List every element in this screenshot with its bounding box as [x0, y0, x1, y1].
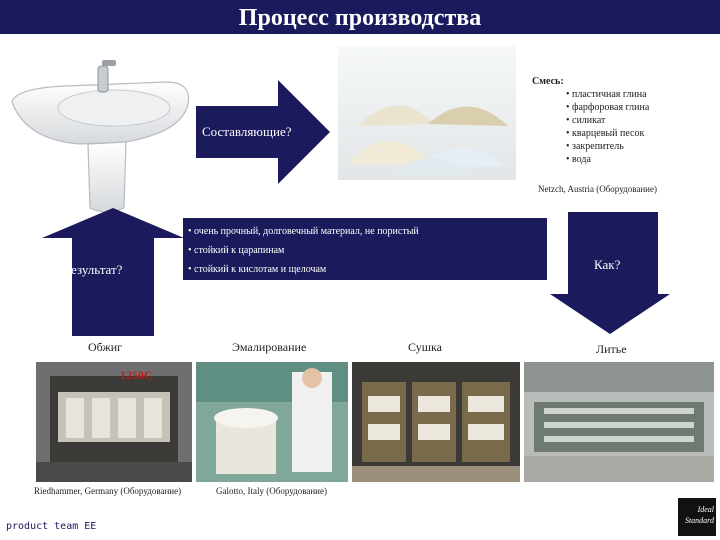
page-title: Процесс производства: [238, 5, 482, 31]
components-arrow: [196, 80, 330, 184]
result-label: Результат?: [64, 262, 123, 277]
list-item: закрепитель: [566, 140, 649, 153]
step-drying-label: Сушка: [408, 340, 442, 354]
properties-list: очень прочный, долговечный материал, не …: [188, 222, 419, 279]
casting-photo: [524, 362, 714, 482]
result-arrow: [42, 208, 184, 336]
netzsch-caption: Netzch, Austria (Оборудование): [538, 184, 657, 194]
ideal-standard-logo: [678, 498, 716, 536]
footer-text: product team EE: [6, 521, 97, 532]
logo-line: Standard: [684, 516, 714, 525]
sink-image: [11, 60, 190, 213]
riedhammer-caption: Riedhammer, Germany (Оборудование): [34, 486, 182, 496]
logo-line: Ideal: [697, 505, 714, 514]
how-arrow: [550, 212, 670, 334]
step-casting-label: Литье: [596, 342, 627, 356]
step-enamel-label: Эмалирование: [232, 340, 307, 354]
list-item: кварцевый песок: [566, 127, 649, 140]
mixture-list: пластичная глина фарфоровая глина силика…: [566, 88, 649, 166]
step-firing-label: Обжиг: [88, 340, 123, 354]
components-label: Составляющие?: [202, 124, 292, 139]
kiln-temperature: 1250С: [120, 368, 153, 382]
list-item: пластичная глина: [566, 88, 649, 101]
list-item: очень прочный, долговечный материал, не …: [188, 222, 419, 241]
list-item: силикат: [566, 114, 649, 127]
list-item: вода: [566, 153, 649, 166]
mixture-heading: Смесь:: [532, 76, 564, 87]
powders-image: [338, 46, 516, 180]
title-bar: [0, 0, 720, 34]
kiln-photo: [36, 362, 192, 482]
drying-photo: [352, 362, 520, 482]
list-item: стойкий к кислотам и щелочам: [188, 260, 419, 279]
how-label: Как?: [594, 257, 621, 272]
enameling-photo: [196, 362, 348, 482]
galotto-caption: Galotto, Italy (Оборудование): [216, 486, 327, 496]
logo-text: Ideal Standard: [680, 504, 714, 526]
list-item: фарфоровая глина: [566, 101, 649, 114]
list-item: стойкий к царапинам: [188, 241, 419, 260]
